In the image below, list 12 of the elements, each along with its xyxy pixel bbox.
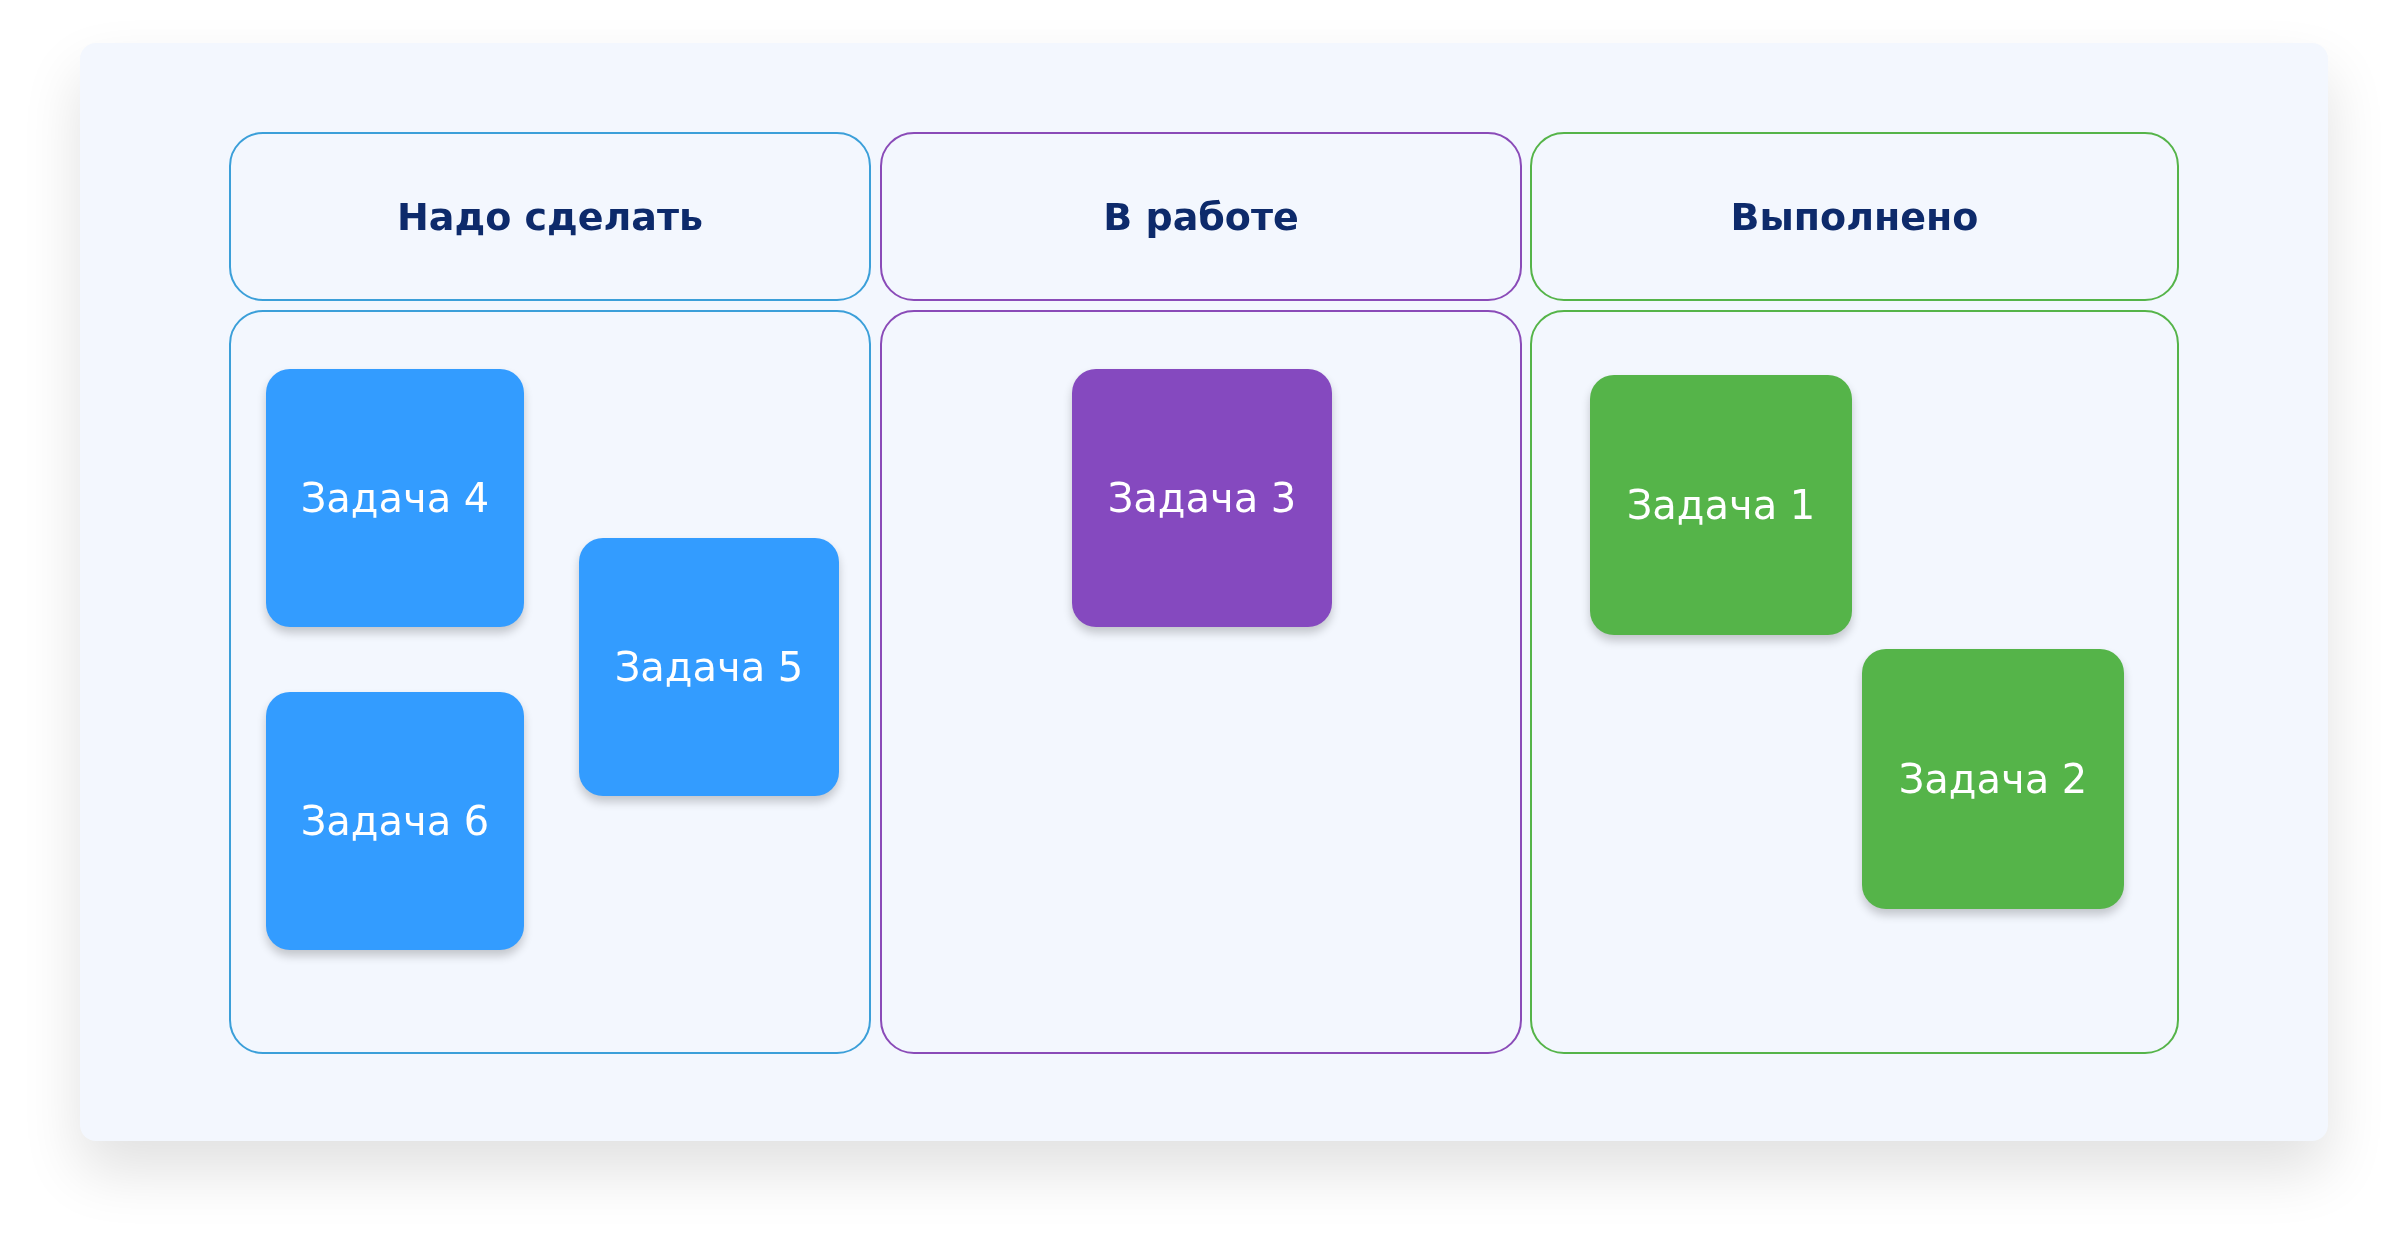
task-card: Задача 4: [266, 369, 524, 627]
column-panel: [229, 310, 871, 1054]
task-card: Задача 3: [1072, 369, 1332, 627]
column-panel: [1530, 310, 2179, 1054]
column-header: Надо сделать: [229, 132, 871, 301]
column-header: В работе: [880, 132, 1522, 301]
column-panel: [880, 310, 1522, 1054]
task-card: Задача 5: [579, 538, 839, 796]
task-card: Задача 6: [266, 692, 524, 950]
task-card: Задача 2: [1862, 649, 2124, 909]
task-card: Задача 1: [1590, 375, 1852, 635]
column-header: Выполнено: [1530, 132, 2179, 301]
